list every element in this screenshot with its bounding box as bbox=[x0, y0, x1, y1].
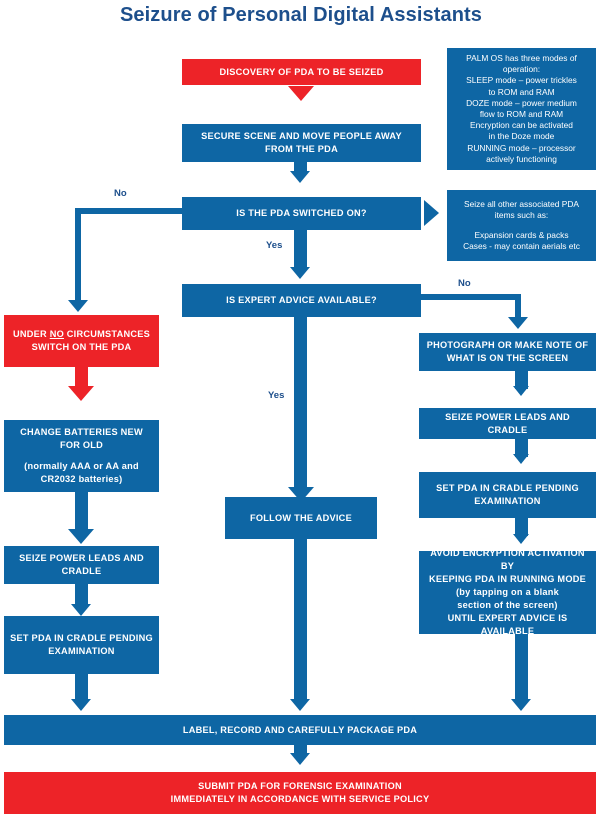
note-palm-os: PALM OS has three modes of operation: SL… bbox=[447, 48, 596, 170]
node-discovery-of-pda[interactable]: DISCOVERY OF PDA TO BE SEIZED bbox=[182, 59, 421, 85]
note-spacer bbox=[453, 221, 590, 230]
note-palm-os-line-9: RUNNING mode – processor bbox=[467, 142, 576, 153]
note-associated-items-line-1: Seize all other associated PDA bbox=[464, 198, 579, 209]
under-no-circumstances-emphasis: NO bbox=[49, 329, 64, 339]
note-palm-os-line-8: in the Doze mode bbox=[488, 131, 555, 142]
note-palm-os-line-5: DOZE mode – power medium bbox=[466, 97, 577, 108]
connector-set-cradle-right-to-avoid-encryption bbox=[515, 518, 528, 536]
edge-label-expert-advice-no: No bbox=[458, 278, 471, 289]
node-is-expert-advice-available[interactable]: IS EXPERT ADVICE AVAILABLE? bbox=[182, 284, 421, 317]
page-title: Seizure of Personal Digital Assistants bbox=[119, 4, 483, 26]
node-label-record-package[interactable]: LABEL, RECORD AND CAREFULLY PACKAGE PDA bbox=[4, 715, 596, 745]
edge-label-switched-on-no: No bbox=[114, 188, 127, 199]
node-under-no-circumstances-label: UNDER NO CIRCUMSTANCES SWITCH ON THE PDA bbox=[9, 328, 154, 354]
node-set-pda-cradle-right-label: SET PDA IN CRADLE PENDING EXAMINATION bbox=[436, 483, 579, 506]
arrow-photograph-to-seize-leads-right bbox=[513, 386, 529, 396]
connector-label-record-to-submit bbox=[294, 745, 307, 755]
connector-under-no-to-change-batteries bbox=[75, 367, 88, 387]
note-palm-os-line-2: operation: bbox=[502, 64, 541, 75]
node-seize-power-leads-left[interactable]: SEIZE POWER LEADS AND CRADLE bbox=[4, 546, 159, 584]
connector-follow-advice-to-label-record bbox=[294, 539, 307, 702]
arrow-follow-advice-to-label-record bbox=[290, 699, 310, 711]
node-photograph-screen[interactable]: PHOTOGRAPH OR MAKE NOTE OF WHAT IS ON TH… bbox=[419, 333, 596, 371]
node-seize-power-leads-right-label: SEIZE POWER LEADS AND CRADLE bbox=[445, 411, 570, 435]
connector-expert-no-vertical bbox=[515, 294, 521, 318]
arrow-no-branch-to-under-no-circumstances bbox=[68, 300, 88, 312]
node-seize-power-leads-left-label: SEIZE POWER LEADS AND CRADLE bbox=[19, 553, 144, 576]
node-set-pda-cradle-left[interactable]: SET PDA IN CRADLE PENDING EXAMINATION bbox=[4, 616, 159, 674]
node-secure-scene-label: SECURE SCENE AND MOVE PEOPLE AWAY FROM T… bbox=[201, 131, 402, 154]
arrow-label-record-to-submit bbox=[290, 753, 310, 765]
connector-yes-branch-to-expert-advice bbox=[294, 230, 307, 268]
node-avoid-encryption-line-5: UNTIL EXPERT ADVICE IS AVAILABLE bbox=[447, 613, 568, 636]
node-change-batteries[interactable]: CHANGE BATTERIES NEW FOR OLD (normally A… bbox=[4, 420, 159, 492]
note-associated-items: Seize all other associated PDA items suc… bbox=[447, 190, 596, 261]
connector-expert-yes-vertical bbox=[294, 317, 307, 489]
node-avoid-encryption-activation[interactable]: AVOID ENCRYPTION ACTIVATION BY KEEPING P… bbox=[419, 548, 596, 636]
node-avoid-encryption-line-1: AVOID ENCRYPTION ACTIVATION BY bbox=[430, 548, 585, 571]
edge-label-expert-advice-yes: Yes bbox=[268, 390, 285, 401]
note-palm-os-line-4: to ROM and RAM bbox=[488, 86, 555, 97]
node-is-expert-advice-available-label: IS EXPERT ADVICE AVAILABLE? bbox=[226, 295, 377, 305]
node-label-record-package-label: LABEL, RECORD AND CAREFULLY PACKAGE PDA bbox=[182, 724, 418, 735]
note-associated-items-line-2: items such as: bbox=[494, 209, 549, 220]
connector-no-branch-vertical bbox=[75, 208, 81, 301]
connector-no-branch-horizontal bbox=[75, 208, 183, 214]
connector-secure-scene-to-decision bbox=[294, 162, 307, 172]
connector-change-batteries-to-seize-leads bbox=[75, 492, 88, 536]
connector-seize-leads-right-to-set-cradle-right bbox=[515, 439, 528, 457]
arrow-under-no-to-change-batteries bbox=[68, 386, 94, 401]
node-avoid-encryption-line-2: KEEPING PDA IN RUNNING MODE bbox=[429, 574, 586, 584]
arrow-avoid-encryption-to-label-record bbox=[511, 699, 531, 711]
note-palm-os-line-1: PALM OS has three modes of bbox=[466, 52, 577, 63]
connector-avoid-encryption-to-label-record bbox=[515, 634, 528, 702]
arrow-yes-branch-to-expert-advice bbox=[290, 267, 310, 279]
node-follow-the-advice-label: FOLLOW THE ADVICE bbox=[250, 512, 352, 523]
node-set-pda-cradle-left-label: SET PDA IN CRADLE PENDING EXAMINATION bbox=[10, 633, 153, 656]
connector-photograph-to-seize-leads-right bbox=[515, 371, 528, 389]
node-secure-scene[interactable]: SECURE SCENE AND MOVE PEOPLE AWAY FROM T… bbox=[182, 124, 421, 162]
arrow-set-cradle-right-to-avoid-encryption bbox=[513, 534, 529, 544]
under-no-circumstances-prefix: UNDER bbox=[12, 329, 50, 339]
node-avoid-encryption-line-4: section of the screen) bbox=[457, 600, 558, 610]
connector-set-cradle-left-to-label-record bbox=[75, 674, 88, 702]
connector-seize-leads-left-to-set-cradle bbox=[75, 584, 88, 606]
note-palm-os-line-7: Encryption can be activated bbox=[470, 120, 573, 131]
node-follow-the-advice[interactable]: FOLLOW THE ADVICE bbox=[225, 497, 377, 539]
note-associated-items-line-4: Cases - may contain aerials etc bbox=[463, 241, 580, 252]
arrow-set-cradle-left-to-label-record bbox=[71, 699, 91, 711]
arrow-discovery-to-secure-scene bbox=[288, 86, 314, 101]
node-submit-pda-line-1: SUBMIT PDA FOR FORENSIC EXAMINATION bbox=[198, 781, 402, 791]
node-discovery-of-pda-label: DISCOVERY OF PDA TO BE SEIZED bbox=[219, 66, 384, 77]
arrow-seize-leads-right-to-set-cradle-right bbox=[513, 454, 529, 464]
note-palm-os-line-10: actively functioning bbox=[486, 153, 557, 164]
node-avoid-encryption-line-3: (by tapping on a blank bbox=[456, 587, 559, 597]
node-set-pda-cradle-right[interactable]: SET PDA IN CRADLE PENDING EXAMINATION bbox=[419, 472, 596, 518]
arrow-seize-leads-left-to-set-cradle bbox=[71, 604, 91, 616]
arrow-secure-scene-to-decision bbox=[290, 171, 310, 183]
node-seize-power-leads-right[interactable]: SEIZE POWER LEADS AND CRADLE bbox=[419, 408, 596, 439]
node-change-batteries-main: CHANGE BATTERIES NEW FOR OLD bbox=[20, 427, 143, 450]
node-under-no-circumstances[interactable]: UNDER NO CIRCUMSTANCES SWITCH ON THE PDA bbox=[4, 315, 159, 367]
note-associated-items-line-3: Expansion cards & packs bbox=[474, 230, 569, 240]
node-change-batteries-sub: (normally AAA or AA and CR2032 batteries… bbox=[24, 461, 139, 484]
node-submit-pda-line-2: IMMEDIATELY IN ACCORDANCE WITH SERVICE P… bbox=[170, 794, 430, 804]
node-photograph-screen-label: PHOTOGRAPH OR MAKE NOTE OF WHAT IS ON TH… bbox=[426, 340, 589, 363]
arrow-decision-to-associated-items bbox=[424, 200, 439, 226]
arrow-expert-no-to-photograph bbox=[508, 317, 528, 329]
note-palm-os-line-3: SLEEP mode – power trickles bbox=[466, 75, 577, 86]
node-is-pda-switched-on-label: IS THE PDA SWITCHED ON? bbox=[236, 208, 367, 218]
under-no-circumstances-suffix: CIRCUMSTANCES SWITCH ON THE PDA bbox=[31, 329, 151, 352]
arrow-change-batteries-to-seize-leads bbox=[68, 529, 94, 544]
edge-label-switched-on-yes: Yes bbox=[266, 240, 283, 251]
node-submit-pda-forensic[interactable]: SUBMIT PDA FOR FORENSIC EXAMINATION IMME… bbox=[4, 772, 596, 814]
connector-expert-no-horizontal bbox=[421, 294, 521, 300]
note-palm-os-line-6: flow to ROM and RAM bbox=[479, 109, 564, 119]
node-is-pda-switched-on[interactable]: IS THE PDA SWITCHED ON? bbox=[182, 197, 421, 230]
